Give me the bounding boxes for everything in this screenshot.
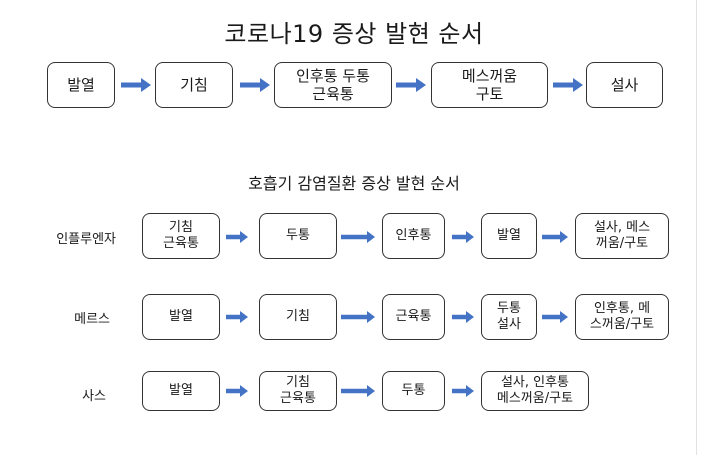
- mers-step-4: 두통 설사: [481, 294, 537, 340]
- covid-step-fever: 발열: [47, 62, 115, 108]
- arrow-icon: [396, 78, 426, 92]
- mers-step-2: 기침: [259, 294, 337, 340]
- influenza-step-4: 발열: [481, 213, 537, 259]
- arrow-icon: [341, 311, 375, 323]
- arrow-icon: [226, 231, 248, 243]
- diagram-subtitle: 호흡기 감염질환 증상 발현 순서: [248, 174, 460, 193]
- arrow-icon: [553, 78, 583, 92]
- influenza-step-3: 인후통: [382, 213, 445, 259]
- arrow-icon: [542, 311, 568, 323]
- arrow-icon: [226, 311, 248, 323]
- right-edge-divider: [696, 0, 697, 455]
- row-label-sars: 사스: [82, 389, 106, 404]
- sars-step-4: 설사, 인후통 메스꺼움/구토: [481, 371, 589, 411]
- covid-step-diarrhea: 설사: [586, 62, 663, 108]
- arrow-icon: [240, 78, 270, 92]
- influenza-step-1: 기침 근육통: [142, 213, 220, 259]
- mers-step-3: 근육통: [382, 294, 445, 340]
- sars-step-1: 발열: [142, 371, 220, 411]
- arrow-icon: [452, 311, 474, 323]
- influenza-step-5: 설사, 메스 꺼움/구토: [575, 213, 669, 259]
- mers-step-1: 발열: [142, 294, 220, 340]
- arrow-icon: [341, 385, 375, 397]
- row-label-mers: 메르스: [74, 312, 110, 327]
- influenza-step-2: 두통: [259, 213, 337, 259]
- sars-step-2: 기침 근육통: [259, 371, 337, 411]
- covid-step-nausea-vomiting: 메스꺼움 구토: [431, 62, 548, 108]
- sars-step-3: 두통: [382, 371, 445, 411]
- arrow-icon: [341, 231, 375, 243]
- mers-step-5: 인후통, 메 스꺼움/구토: [575, 294, 669, 340]
- page-title: 코로나19 증상 발현 순서: [224, 20, 484, 48]
- arrow-icon: [452, 231, 474, 243]
- arrow-icon: [542, 231, 568, 243]
- covid-step-sore-throat-headache-myalgia: 인후통 두통 근육통: [274, 62, 392, 108]
- arrow-icon: [226, 385, 248, 397]
- row-label-influenza: 인플루엔자: [56, 232, 116, 247]
- covid-step-cough: 기침: [155, 62, 233, 108]
- arrow-icon: [452, 385, 474, 397]
- arrow-icon: [121, 78, 151, 92]
